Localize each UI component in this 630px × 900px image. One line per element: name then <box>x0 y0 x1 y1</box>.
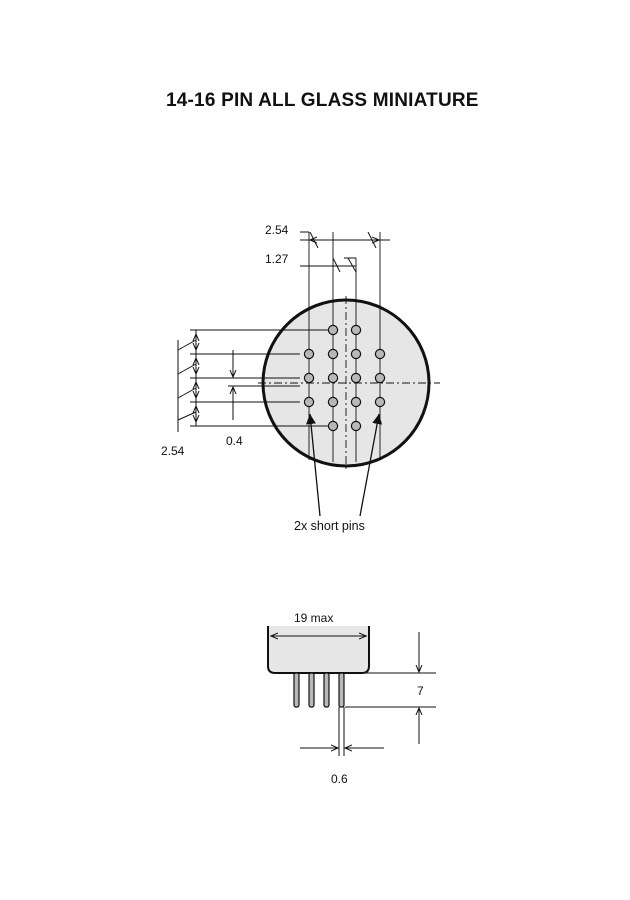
short-pins-label: 2x short pins <box>294 519 365 533</box>
pin <box>350 372 362 384</box>
pin <box>350 324 362 336</box>
pin <box>350 420 362 432</box>
pin <box>327 324 339 336</box>
pin <box>374 396 386 408</box>
pin <box>327 396 339 408</box>
side-pins <box>293 672 345 708</box>
pin <box>327 372 339 384</box>
dim-label-19-max: 19 max <box>294 611 333 625</box>
dim-label-2-54-top: 2.54 <box>265 223 289 237</box>
row-spacing-dimension <box>177 330 196 432</box>
top-view: 2.54 1.27 2.54 0.4 2x short pins <box>161 223 440 533</box>
pin <box>303 348 315 360</box>
dim-label-0-4: 0.4 <box>226 434 243 448</box>
pin <box>303 372 315 384</box>
tube-body-side <box>267 626 370 674</box>
top-dimension-2-54 <box>300 231 390 249</box>
side-view: 19 max 7 0.6 <box>267 611 436 786</box>
row-extension-lines <box>190 329 332 427</box>
dim-label-2-54-left: 2.54 <box>161 444 185 458</box>
dim-label-1-27: 1.27 <box>265 252 289 266</box>
top-dimension-1-27 <box>300 257 357 273</box>
dim-label-7: 7 <box>417 684 424 698</box>
pin-diameter-dimension <box>300 707 384 756</box>
center-lines <box>258 296 440 472</box>
pin <box>374 348 386 360</box>
pin <box>327 348 339 360</box>
pin <box>350 396 362 408</box>
pin <box>303 396 315 408</box>
dim-label-0-6: 0.6 <box>331 772 348 786</box>
pin-grid <box>303 324 386 432</box>
pin <box>374 372 386 384</box>
pin-length-dimension <box>345 632 436 744</box>
pin <box>327 420 339 432</box>
pin <box>350 348 362 360</box>
short-pin-leaders <box>305 413 383 517</box>
page-title: 14-16 PIN ALL GLASS MINIATURE <box>166 90 479 111</box>
